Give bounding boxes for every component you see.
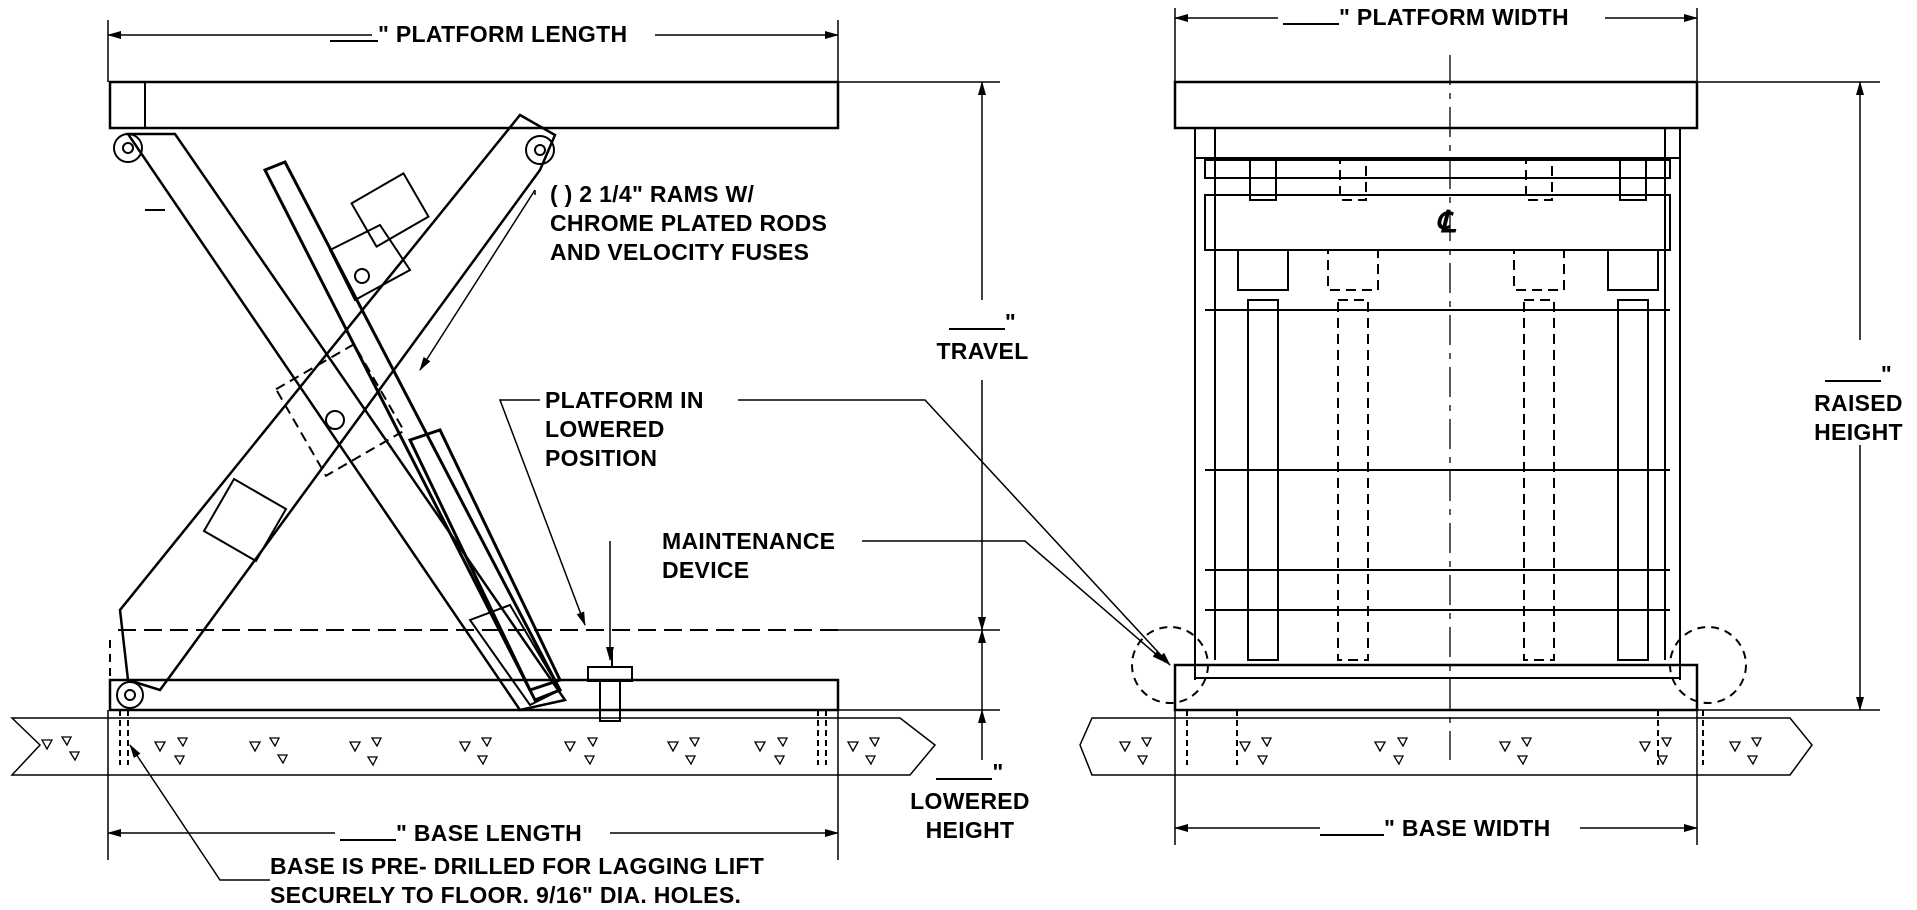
side-platform: [108, 80, 840, 130]
base-length-label: " BASE LENGTH: [340, 819, 582, 848]
maintenance-device-note: MAINTENANCE DEVICE: [662, 528, 836, 583]
end-platform: [1173, 80, 1699, 130]
platform-lowered-note: PLATFORM IN LOWERED POSITION: [545, 387, 704, 471]
side-floor-slab: [10, 717, 937, 776]
ram-1: [1237, 159, 1289, 661]
raised-height-label: " RAISED HEIGHT: [1814, 361, 1903, 445]
ram-2: [1327, 159, 1379, 661]
platform-width-label: " PLATFORM WIDTH: [1283, 3, 1569, 32]
base-width-label: " BASE WIDTH: [1320, 814, 1551, 843]
ram-3: [1513, 159, 1565, 661]
end-view: [1079, 55, 1813, 776]
end-base: [1173, 663, 1699, 712]
travel-label: " TRAVEL: [936, 309, 1029, 364]
side-view: [10, 80, 937, 776]
ram-4: [1607, 159, 1659, 661]
rams-note: ( ) 2 1/4" RAMS W/ CHROME PLATED RODS AN…: [550, 181, 828, 265]
centerline-symbol: ℄: [1436, 205, 1456, 240]
end-concrete-texture: [1118, 737, 1763, 766]
dimension-lines: [107, 8, 1880, 881]
end-floor-slab: [1079, 717, 1813, 776]
lowered-height-label: " LOWERED HEIGHT: [910, 759, 1030, 843]
scissor-leg-b: [118, 113, 557, 692]
side-base: [108, 678, 840, 712]
side-concrete-texture: [40, 736, 881, 767]
scissor-leg-a: [125, 132, 568, 712]
hydraulic-cylinder: [262, 160, 563, 702]
platform-length-label: " PLATFORM LENGTH: [330, 20, 627, 49]
base-note: BASE IS PRE- DRILLED FOR LAGGING LIFT SE…: [270, 853, 765, 908]
